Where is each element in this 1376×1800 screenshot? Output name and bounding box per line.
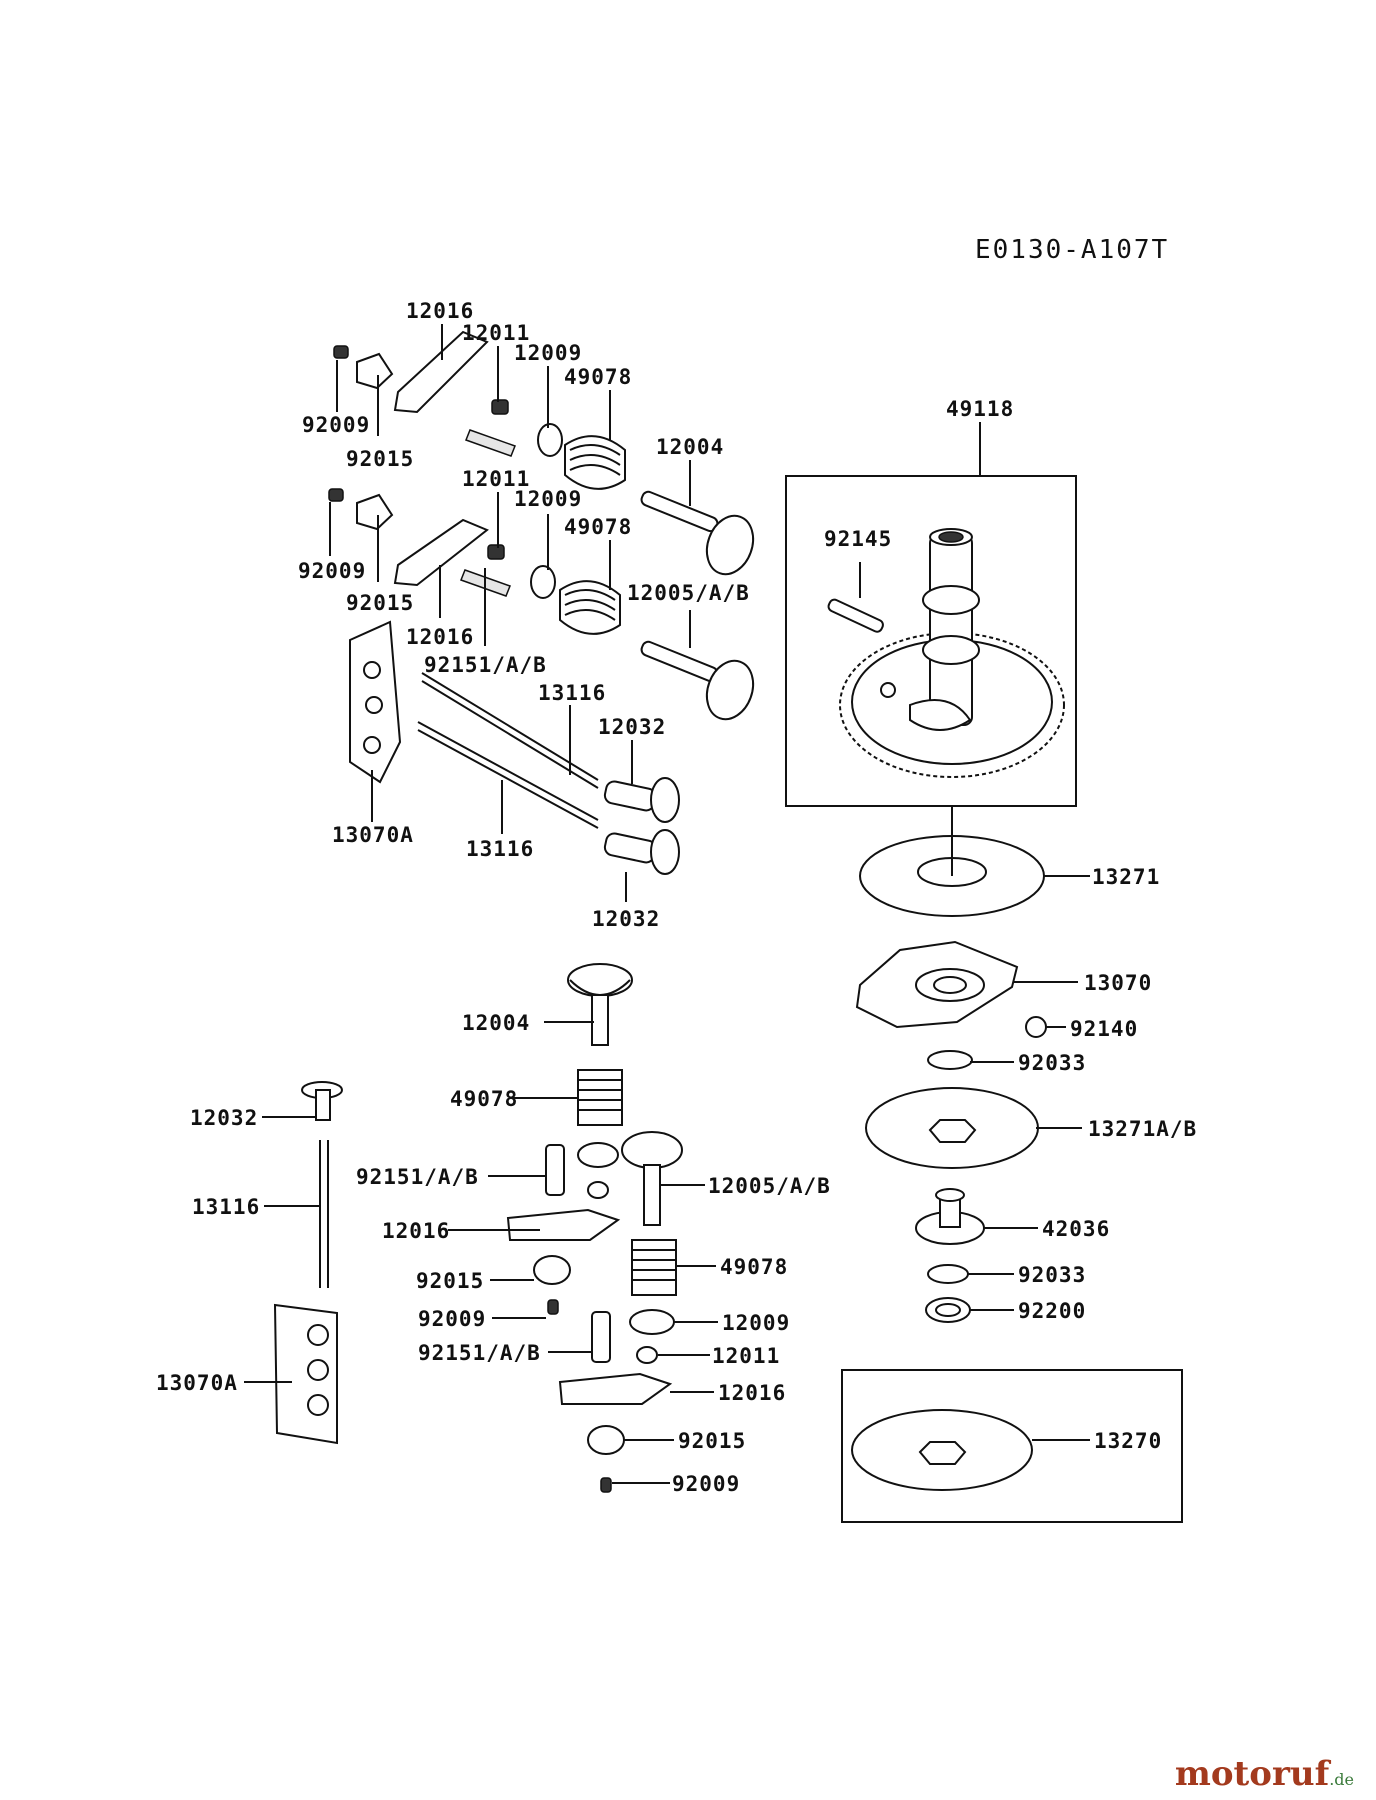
part-label: 13070A: [332, 823, 414, 847]
part-label: 13116: [192, 1195, 260, 1219]
valve-12004-lower: [567, 963, 633, 1046]
part-label: 92009: [298, 559, 366, 583]
nut-42036: [915, 1188, 985, 1245]
part-label: 13070: [1084, 971, 1152, 995]
part-label: 13271: [1092, 865, 1160, 889]
part-label: 92015: [678, 1429, 746, 1453]
rocker-group-upper: [333, 330, 755, 576]
clip-92033-upper: [927, 1050, 973, 1070]
spring-49078-upper: [577, 1069, 623, 1126]
part-label: 12009: [514, 341, 582, 365]
adjuster-92015-lower-1: [533, 1255, 571, 1315]
spring-49078-lower: [631, 1239, 677, 1296]
clip-92033-lower: [927, 1264, 969, 1284]
guide-plate-lower: [273, 1303, 338, 1445]
part-label: 12016: [406, 625, 474, 649]
part-label: 92200: [1018, 1299, 1086, 1323]
part-label: 92009: [672, 1472, 740, 1496]
part-label: 12032: [598, 715, 666, 739]
part-label: 92151/A/B: [418, 1341, 541, 1365]
tappet-12032-lower: [301, 1081, 343, 1121]
rocker-12016-lower-1: [506, 1208, 621, 1241]
part-label: 12009: [722, 1311, 790, 1335]
dish-13270: [851, 1409, 1033, 1491]
dish-13270-box: [841, 1369, 1183, 1523]
part-label: 13270: [1094, 1429, 1162, 1453]
guide-plate-upper: [349, 620, 402, 784]
adjuster-92015-lower-2: [587, 1425, 625, 1493]
camshaft-gear: [827, 528, 1065, 778]
dish-13271AB: [865, 1087, 1039, 1169]
part-label: 92145: [824, 527, 892, 551]
part-label: 49078: [450, 1087, 518, 1111]
part-label: 12016: [406, 299, 474, 323]
diagram-reference: E0130-A107T: [975, 235, 1169, 265]
part-label: 12011: [462, 321, 530, 345]
leader-lines: [244, 324, 1090, 1484]
part-label: 12016: [718, 1381, 786, 1405]
washer-92200: [925, 1297, 971, 1323]
bolt-92151-upper: [545, 1144, 565, 1196]
part-label: 92140: [1070, 1017, 1138, 1041]
part-label: 92033: [1018, 1051, 1086, 1075]
part-label: 92015: [416, 1269, 484, 1293]
watermark-name: motoruf: [1174, 1754, 1330, 1794]
push-rod-upper-2: [417, 721, 599, 821]
part-label: 12011: [712, 1344, 780, 1368]
part-label: 92015: [346, 447, 414, 471]
part-label: 92151/A/B: [424, 653, 547, 677]
retainer-left: [577, 1142, 619, 1199]
tappet-upper-1: [603, 777, 680, 823]
part-label: 92009: [302, 413, 370, 437]
part-label: 13070A: [156, 1371, 238, 1395]
part-label: 12005/A/B: [627, 581, 750, 605]
retainer-12009-lower: [629, 1309, 675, 1335]
part-label: 13271A/B: [1088, 1117, 1197, 1141]
part-label: 92009: [418, 1307, 486, 1331]
part-label: 12011: [462, 467, 530, 491]
push-rod-upper-1: [421, 672, 599, 781]
part-label: 12016: [382, 1219, 450, 1243]
watermark-logo: motoruf.de: [1175, 1754, 1354, 1794]
part-label: 42036: [1042, 1217, 1110, 1241]
nut-12011-lower: [636, 1346, 658, 1364]
part-label: 49078: [564, 365, 632, 389]
part-label: 12009: [514, 487, 582, 511]
part-label: 12004: [462, 1011, 530, 1035]
part-label: 12005/A/B: [708, 1174, 831, 1198]
camshaft-box: [785, 475, 1077, 807]
part-label: 92151/A/B: [356, 1165, 479, 1189]
weight-holder-13070: [855, 940, 1019, 1029]
watermark-suffix: .de: [1329, 1770, 1354, 1789]
tappet-upper-2: [603, 829, 680, 875]
rocker-group-lower: [328, 488, 755, 721]
part-label: 12004: [656, 435, 724, 459]
part-label: 13116: [466, 837, 534, 861]
part-label: 49078: [564, 515, 632, 539]
part-label: 12032: [592, 907, 660, 931]
part-labels: 12016 12011 12009 49078 92009 92015 1200…: [156, 299, 1197, 1496]
rocker-12016-lower-2: [558, 1372, 673, 1405]
part-label: 49118: [946, 397, 1014, 421]
part-label: 12032: [190, 1106, 258, 1130]
ball-92140: [1025, 1016, 1047, 1038]
part-label: 92015: [346, 591, 414, 615]
part-label: 92033: [1018, 1263, 1086, 1287]
part-label: 13116: [538, 681, 606, 705]
bolt-92151-lower: [591, 1311, 611, 1363]
part-label: 49078: [720, 1255, 788, 1279]
valve-12005-lower: [621, 1131, 683, 1226]
